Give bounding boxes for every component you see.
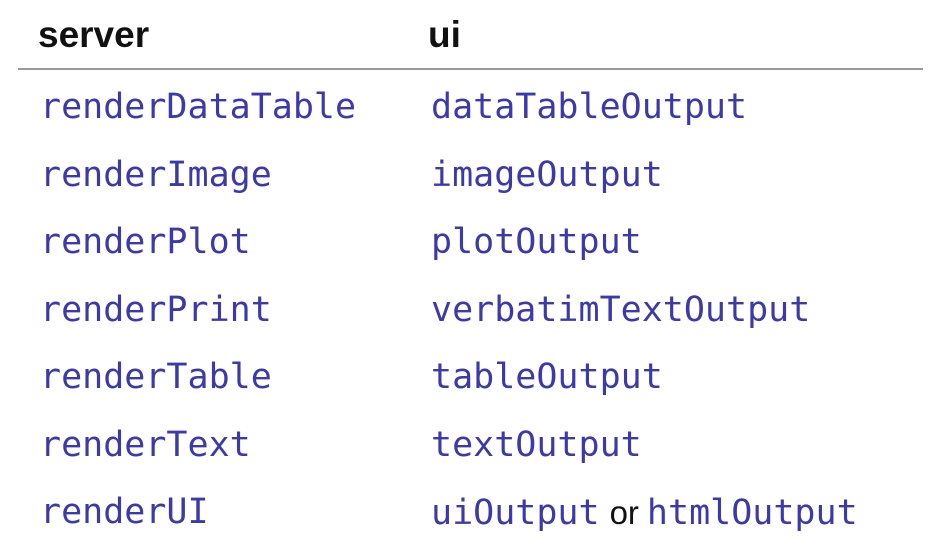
ui-function: tableOutput	[431, 357, 663, 397]
header-ui: ui	[428, 14, 461, 55]
server-function: renderText	[40, 424, 251, 465]
function-table: server ui renderDataTable dataTableOutpu…	[18, 0, 923, 547]
ui-function: plotOutput	[431, 222, 642, 262]
header-server: server	[38, 14, 150, 55]
table-row: renderText textOutput	[18, 412, 923, 480]
table-header: server ui	[18, 0, 923, 70]
server-function: renderPrint	[40, 289, 272, 330]
ui-function: uiOutput	[431, 493, 600, 533]
server-function: renderPlot	[40, 222, 251, 262]
server-function: renderTable	[40, 357, 272, 397]
ui-function: imageOutput	[431, 154, 663, 195]
table-row: renderPlot plotOutput	[18, 209, 923, 277]
server-function: renderUI	[40, 492, 209, 532]
table-row: renderPrint verbatimTextOutput	[18, 277, 923, 345]
or-joiner: or	[609, 494, 639, 531]
table-body: renderDataTable dataTableOutput renderIm…	[18, 74, 923, 547]
server-function: renderDataTable	[40, 87, 357, 127]
table-row: renderTable tableOutput	[18, 344, 923, 412]
ui-function: dataTableOutput	[431, 87, 748, 127]
server-function: renderImage	[40, 154, 272, 195]
table-row: renderDataTable dataTableOutput	[18, 74, 923, 142]
ui-function-alt: htmlOutput	[646, 493, 858, 533]
table-row: renderImage imageOutput	[18, 142, 923, 210]
ui-function: verbatimTextOutput	[431, 289, 811, 330]
ui-function: textOutput	[431, 424, 642, 465]
